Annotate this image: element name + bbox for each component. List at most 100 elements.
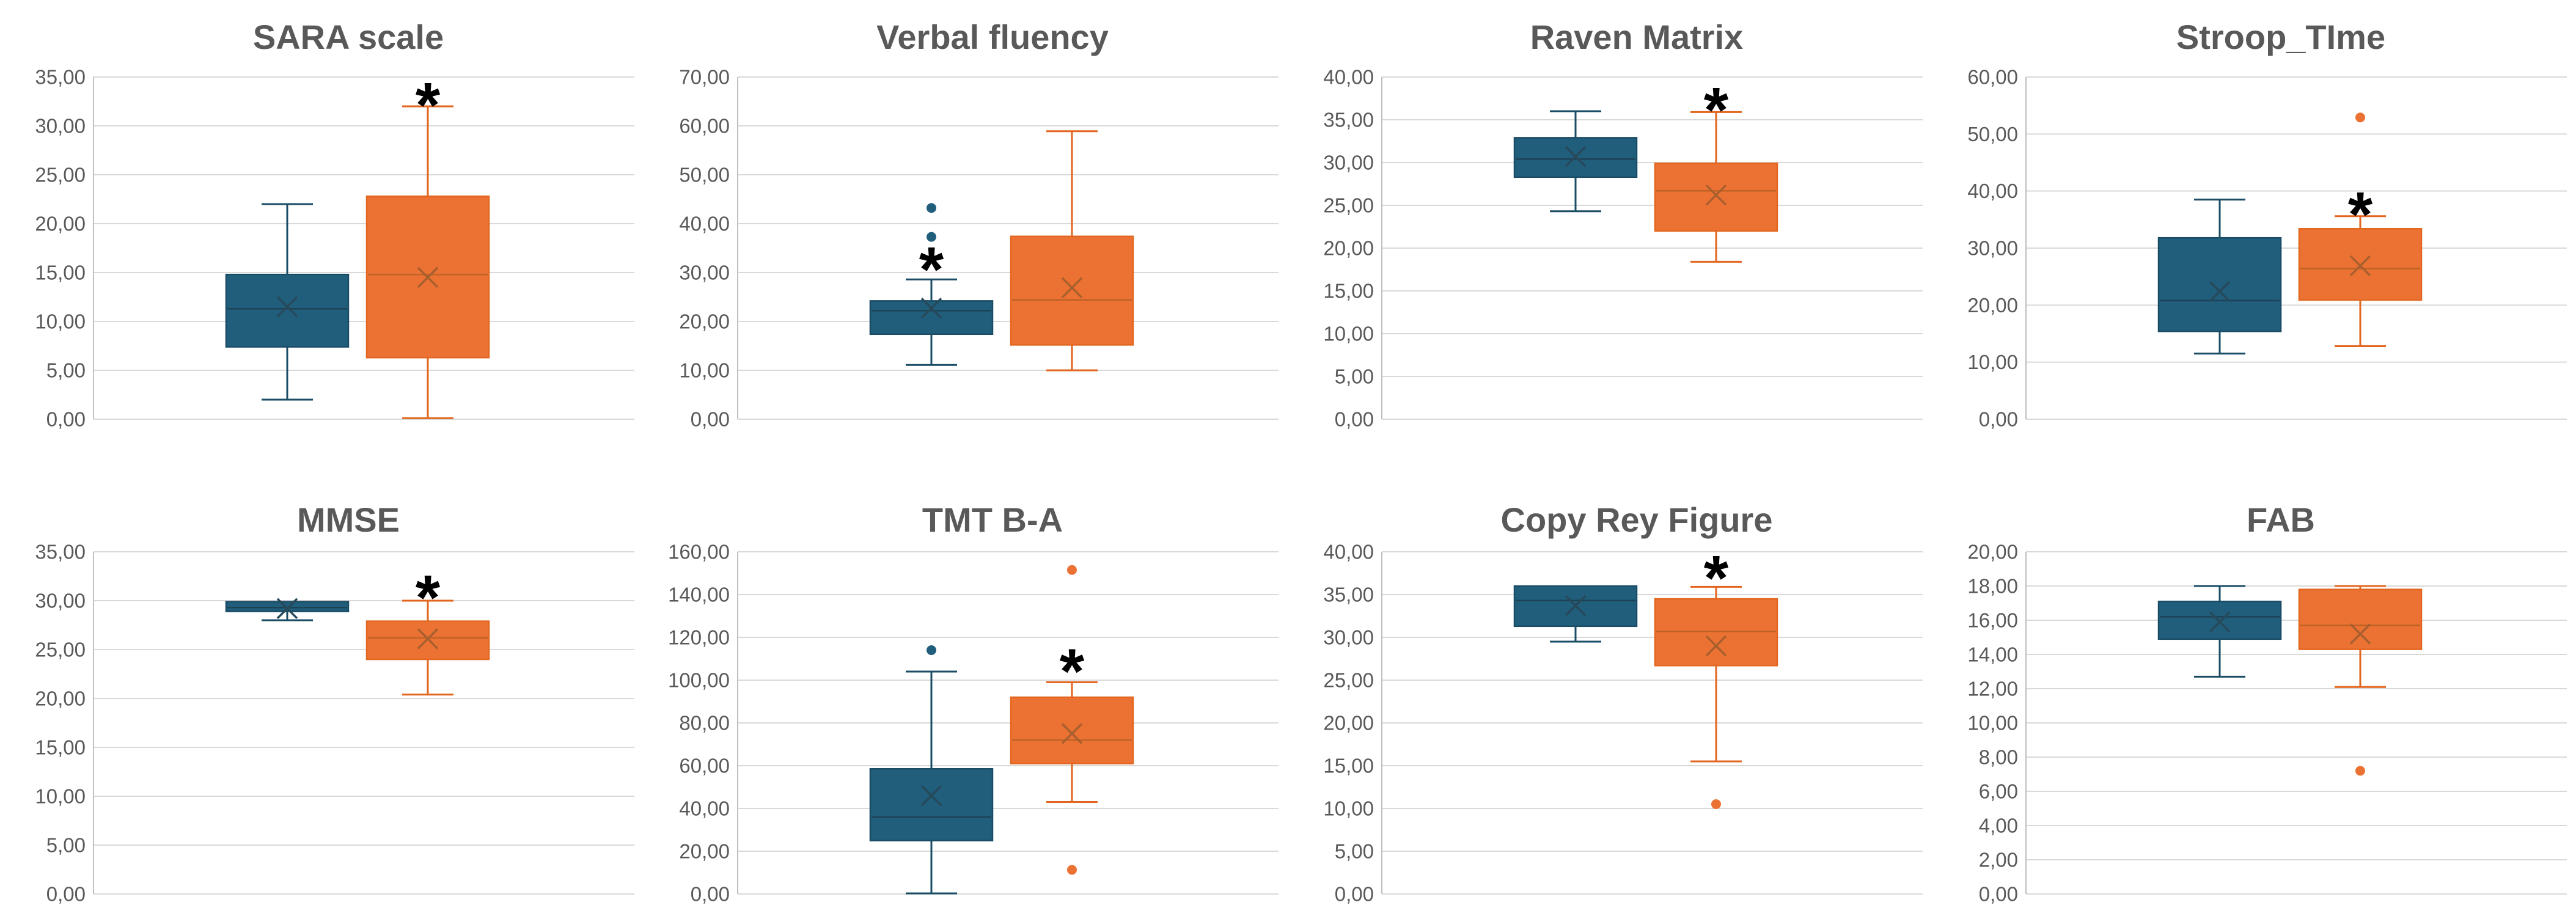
outlier-dot <box>1711 799 1721 809</box>
y-tick-label: 15,00 <box>1323 280 1374 302</box>
y-tick-label: 40,00 <box>1967 180 2018 202</box>
y-tick-label: 30,00 <box>1967 237 2018 260</box>
box-series-orange <box>365 105 490 419</box>
y-tick-label: 30,00 <box>679 262 730 284</box>
y-tick-label: 15,00 <box>35 736 86 759</box>
y-tick-label: 25,00 <box>35 639 86 661</box>
iqr-box <box>1654 598 1778 667</box>
mean-marker <box>1705 184 1727 206</box>
y-tick-label: 30,00 <box>1323 626 1374 649</box>
y-tick-label: 20,00 <box>35 687 86 710</box>
chart-title: TMT B-A <box>922 500 1063 539</box>
y-tick-label: 60,00 <box>679 755 730 777</box>
mean-marker <box>1565 595 1587 617</box>
box-series-blue <box>2157 199 2282 355</box>
box-series-orange <box>2298 585 2423 776</box>
box-series-orange <box>1010 130 1134 372</box>
y-tick-label: 160,00 <box>668 541 730 563</box>
mean-marker <box>2209 280 2231 302</box>
y-tick-label: 100,00 <box>668 669 730 692</box>
mean-marker <box>1565 145 1587 167</box>
y-tick-label: 20,00 <box>35 213 86 235</box>
outlier-dot <box>927 645 936 655</box>
y-tick-label: 4,00 <box>1979 815 2018 837</box>
iqr-box <box>869 768 994 841</box>
y-tick-label: 50,00 <box>1967 123 2018 145</box>
mean-marker <box>2209 611 2231 633</box>
y-tick-label: 10,00 <box>679 359 730 382</box>
y-tick-label: 15,00 <box>35 262 86 284</box>
box-plot-svg: 60,00 50,00 40,00 30,00 20,00 10,00 0,00 * <box>1967 66 2567 431</box>
y-tick-label: 35,00 <box>1323 584 1374 606</box>
y-tick-label: 20,00 <box>1323 237 1374 260</box>
significance-star: * <box>1704 543 1729 614</box>
y-tick-label: 30,00 <box>35 590 86 612</box>
y-tick-label: 0,00 <box>691 883 730 906</box>
y-tick-label: 30,00 <box>1323 152 1374 174</box>
y-tick-label: 80,00 <box>679 712 730 735</box>
mean-marker <box>2349 623 2371 645</box>
mean-marker <box>1705 635 1727 657</box>
mean-marker <box>920 298 942 319</box>
y-tick-label: 14,00 <box>1967 643 2018 666</box>
y-tick-label: 0,00 <box>1979 883 2018 906</box>
y-tick-label: 40,00 <box>679 797 730 820</box>
y-tick-label: 2,00 <box>1979 849 2018 871</box>
y-tick-label: 0,00 <box>1979 408 2018 431</box>
y-tick-label: 25,00 <box>1323 669 1374 692</box>
chart-title: Verbal fluency <box>876 18 1109 56</box>
iqr-box <box>1010 235 1134 346</box>
y-tick-label: 60,00 <box>1967 66 2018 89</box>
chart-title: MMSE <box>297 500 400 539</box>
significance-star: * <box>1704 75 1729 146</box>
iqr-box <box>225 601 350 612</box>
box-series-orange <box>365 599 490 696</box>
y-tick-label: 60,00 <box>679 115 730 137</box>
box-series-blue <box>1513 110 1638 213</box>
y-tick-label: 25,00 <box>35 164 86 186</box>
significance-star: * <box>416 562 441 633</box>
iqr-box <box>2157 600 2282 640</box>
y-tick-label: 10,00 <box>1967 351 2018 373</box>
y-tick-label: 10,00 <box>1967 712 2018 735</box>
y-tick-label: 0,00 <box>691 408 730 431</box>
box-plot-svg: 160,00140,00120,00100,0080,0060,0040,002… <box>668 541 1279 906</box>
y-tick-label: 18,00 <box>1967 575 2018 598</box>
outlier-dot <box>927 203 936 213</box>
y-tick-label: 0,00 <box>46 408 86 431</box>
outlier-dot <box>1067 865 1077 875</box>
y-tick-label: 20,00 <box>1967 294 2018 317</box>
chart-title: Copy Rey Figure <box>1500 500 1773 539</box>
y-tick-label: 35,00 <box>35 66 86 89</box>
y-tick-label: 20,00 <box>1323 712 1374 735</box>
y-tick-label: 8,00 <box>1979 746 2018 769</box>
iqr-box <box>2298 588 2423 650</box>
box-series-orange <box>1654 585 1778 809</box>
y-tick-label: 10,00 <box>1323 323 1374 345</box>
chart-title: Raven Matrix <box>1530 18 1744 56</box>
significance-star: * <box>2348 179 2373 250</box>
y-tick-label: 20,00 <box>679 310 730 333</box>
y-tick-label: 20,00 <box>679 840 730 863</box>
y-tick-label: 40,00 <box>1323 541 1374 563</box>
iqr-box <box>869 300 994 335</box>
chart-title: FAB <box>2247 500 2315 539</box>
y-tick-label: 6,00 <box>1979 780 2018 803</box>
y-tick-label: 50,00 <box>679 164 730 186</box>
mean-marker <box>276 296 298 318</box>
mean-marker <box>1061 723 1083 744</box>
box-series-blue <box>225 203 350 401</box>
y-tick-label: 20,00 <box>1967 541 2018 563</box>
box-series-blue <box>2157 585 2282 678</box>
y-tick-label: 10,00 <box>35 785 86 808</box>
